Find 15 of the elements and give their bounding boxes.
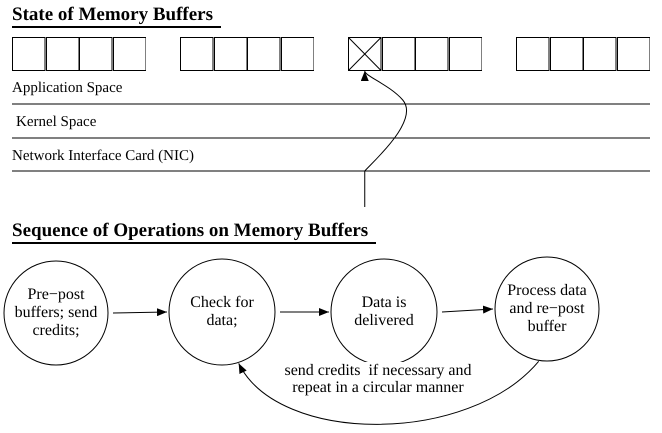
edge-label: send credits if necessary and repeat in a circular manner bbox=[282, 362, 474, 396]
arrow bbox=[238, 360, 540, 425]
arrow bbox=[442, 306, 494, 314]
layer-label: Application Space bbox=[12, 80, 122, 97]
state-text: Data is delivered bbox=[353, 294, 415, 330]
layer-label: Network Interface Card (NIC) bbox=[12, 148, 194, 165]
arrow bbox=[280, 308, 330, 316]
section-heading: Sequence of Operations on Memory Buffers bbox=[12, 220, 376, 244]
state-text: Process data and re−post buffer bbox=[506, 282, 588, 336]
state-text: Pre−post buffers; send credits; bbox=[14, 286, 98, 340]
layer-label: Kernel Space bbox=[16, 114, 96, 131]
arrow bbox=[112, 308, 168, 316]
arrow bbox=[364, 70, 408, 208]
state-text: Check for data; bbox=[189, 294, 255, 330]
section-heading: State of Memory Buffers bbox=[12, 4, 222, 28]
